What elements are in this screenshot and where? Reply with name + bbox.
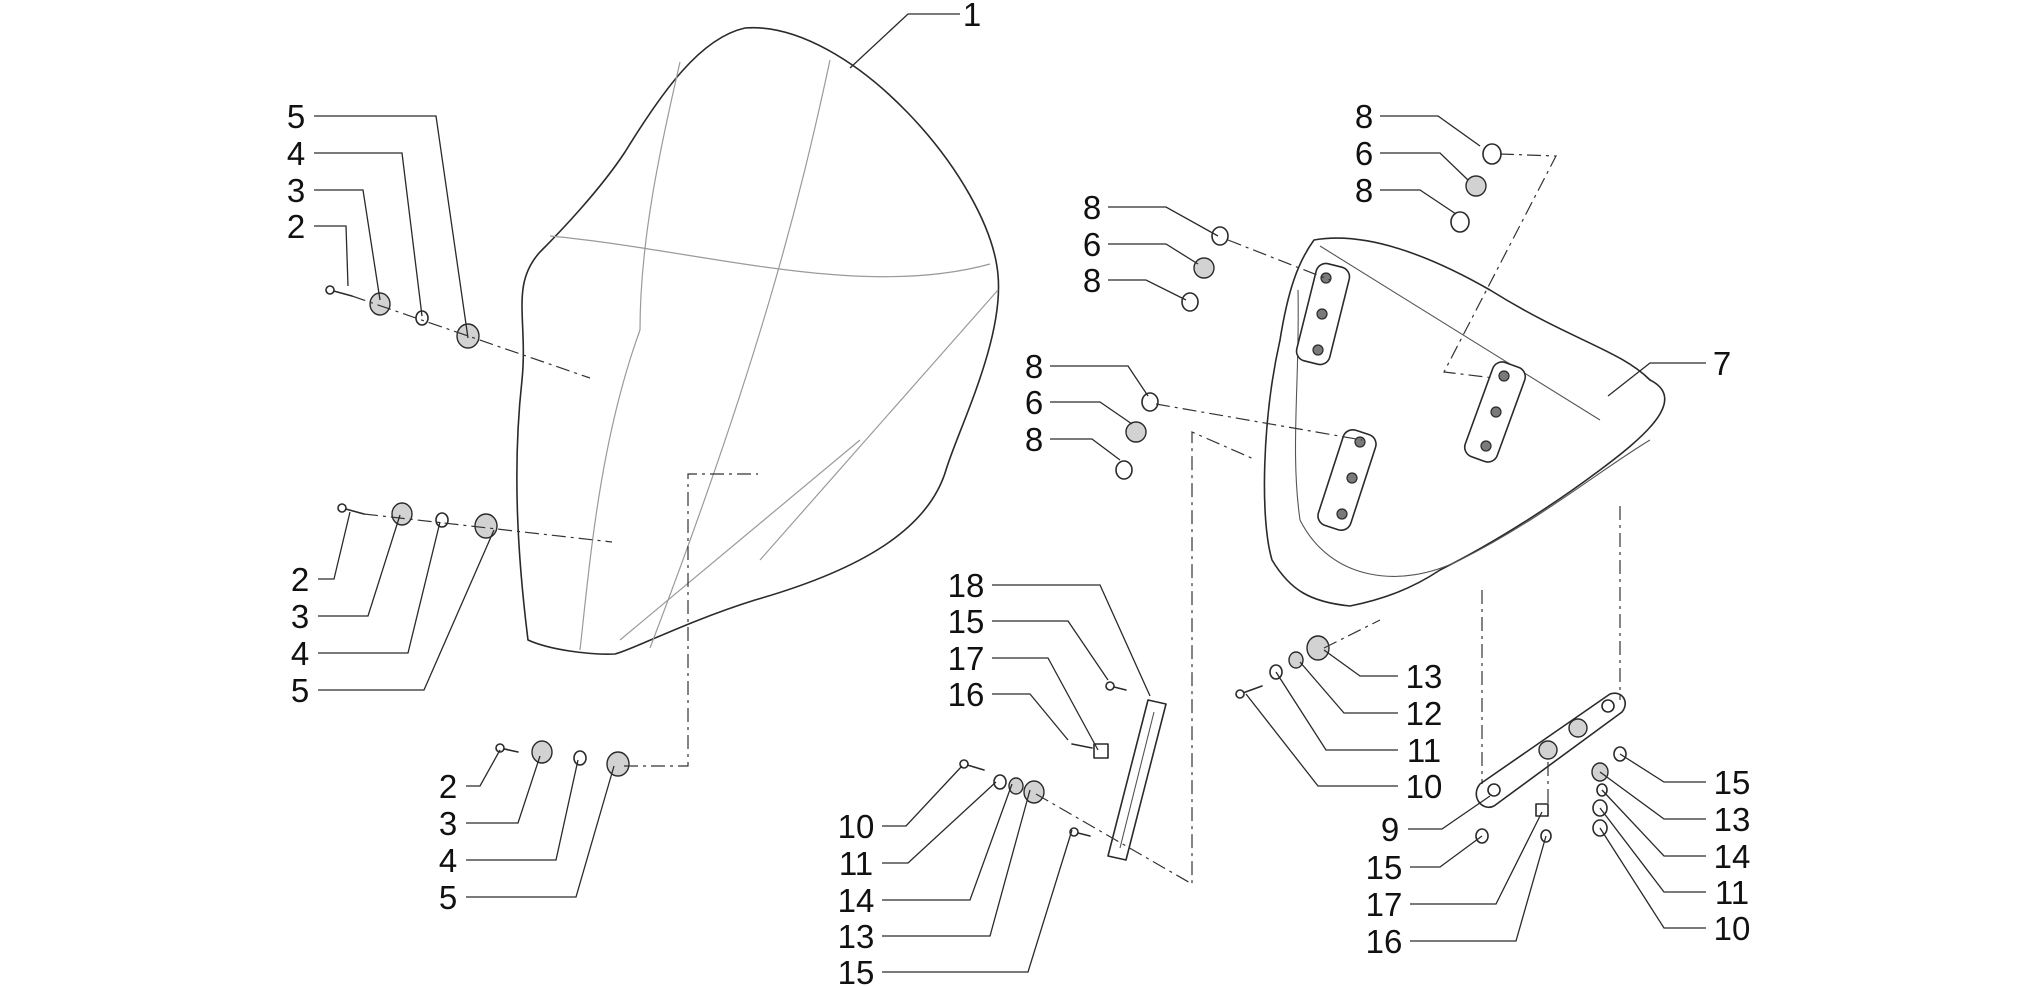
callout-leader-c15d bbox=[1619, 753, 1706, 783]
callout-leader-c3c bbox=[466, 755, 541, 824]
callout-label-c4b: 4 bbox=[291, 635, 309, 672]
callout-leader-c17a bbox=[992, 657, 1099, 751]
callout-leader-c2a bbox=[314, 225, 349, 287]
callout-leader-c12 bbox=[1299, 661, 1398, 714]
callout-leader-c16a bbox=[992, 693, 1069, 741]
callout-leader-c14a bbox=[882, 783, 1013, 901]
callout-label-c4c: 4 bbox=[439, 842, 457, 879]
callout-leader-c10b bbox=[1245, 693, 1398, 787]
callout-label-c3c: 3 bbox=[439, 805, 457, 842]
callout-label-c8f: 8 bbox=[1355, 172, 1373, 209]
callout-leader-c8d bbox=[1050, 438, 1121, 461]
callout-leader-c8e bbox=[1380, 115, 1481, 147]
callout-leader-c2c bbox=[466, 749, 501, 787]
callout-leader-c4c bbox=[466, 759, 579, 861]
callout-leader-c4a bbox=[314, 152, 423, 317]
callout-label-c6c: 6 bbox=[1355, 135, 1373, 172]
callout-leader-c11b bbox=[1275, 671, 1398, 751]
callout-leader-c10c bbox=[1599, 827, 1706, 929]
callout-leader-c4b bbox=[318, 521, 441, 654]
callout-label-c2b: 2 bbox=[291, 561, 309, 598]
callout-label-c9: 9 bbox=[1381, 811, 1399, 848]
callout-label-c13a: 13 bbox=[838, 918, 875, 955]
callout-label-c13b: 13 bbox=[1406, 658, 1443, 695]
callout-leader-c11a bbox=[882, 781, 997, 864]
fairing-panel bbox=[1263, 237, 1666, 607]
callout-label-c15a: 15 bbox=[948, 603, 985, 640]
callout-label-c17b: 17 bbox=[1366, 886, 1403, 923]
callout-leader-c14b bbox=[1601, 789, 1706, 857]
mount-bracket bbox=[1107, 699, 1167, 861]
callout-leader-c3a bbox=[314, 189, 381, 301]
callout-label-c6a: 6 bbox=[1083, 226, 1101, 263]
callout-label-c16a: 16 bbox=[948, 676, 985, 713]
callout-leader-c6a bbox=[1108, 243, 1199, 265]
callout-label-c10b: 10 bbox=[1406, 768, 1443, 805]
callout-leader-c13c bbox=[1599, 771, 1706, 820]
callout-label-c18: 18 bbox=[948, 567, 985, 604]
callout-leader-c5c bbox=[466, 765, 615, 898]
callout-labels: 1543223452345181517161011141315868868868… bbox=[287, 0, 1751, 986]
windshield bbox=[516, 27, 1000, 655]
callout-label-c4a: 4 bbox=[287, 135, 305, 172]
callout-label-c8c: 8 bbox=[1025, 348, 1043, 385]
callout-label-c13c: 13 bbox=[1714, 801, 1751, 838]
callout-leader-c15b bbox=[882, 829, 1073, 973]
callout-label-c8a: 8 bbox=[1083, 189, 1101, 226]
callout-label-c6b: 6 bbox=[1025, 384, 1043, 421]
callout-label-c15c: 15 bbox=[1366, 849, 1403, 886]
callout-label-c17a: 17 bbox=[948, 640, 985, 677]
callout-label-c8d: 8 bbox=[1025, 421, 1043, 458]
callout-label-c15b: 15 bbox=[838, 954, 875, 986]
callout-leader-c13b bbox=[1323, 649, 1398, 677]
callout-leader-c1 bbox=[849, 13, 960, 69]
callout-label-c15d: 15 bbox=[1714, 764, 1751, 801]
callout-label-c16b: 16 bbox=[1366, 923, 1403, 960]
callout-leader-c15c bbox=[1410, 835, 1483, 868]
callout-leader-c6c bbox=[1380, 152, 1469, 181]
callout-leader-c8c bbox=[1050, 365, 1149, 397]
callout-leader-c5b bbox=[318, 529, 495, 691]
callout-label-c5b: 5 bbox=[291, 672, 309, 709]
callout-leader-c15a bbox=[992, 620, 1109, 681]
callout-label-c11c: 11 bbox=[1715, 874, 1749, 911]
callout-leader-c9 bbox=[1408, 795, 1491, 830]
hardware bbox=[325, 143, 1627, 844]
callout-label-c10c: 10 bbox=[1714, 910, 1751, 947]
callout-label-c1: 1 bbox=[963, 0, 981, 33]
callout-label-c5c: 5 bbox=[439, 879, 457, 916]
callout-leader-c7 bbox=[1607, 362, 1706, 397]
callout-leader-c13a bbox=[882, 789, 1031, 937]
callout-leader-c2b bbox=[318, 511, 351, 580]
center-axes bbox=[351, 153, 1621, 886]
callout-leader-c18 bbox=[992, 584, 1151, 697]
callout-label-c3a: 3 bbox=[287, 172, 305, 209]
callout-label-c7: 7 bbox=[1713, 345, 1731, 382]
callout-label-c3b: 3 bbox=[291, 598, 309, 635]
callout-leader-c5a bbox=[314, 115, 469, 339]
callout-leader-c10a bbox=[882, 765, 963, 827]
callout-leader-c8a bbox=[1108, 206, 1219, 237]
callout-leader-c11c bbox=[1599, 807, 1706, 893]
callout-label-c8b: 8 bbox=[1083, 262, 1101, 299]
callout-label-c11a: 11 bbox=[839, 845, 873, 882]
callout-leader-c6b bbox=[1050, 401, 1133, 425]
callout-label-c5a: 5 bbox=[287, 98, 305, 135]
callout-label-c11b: 11 bbox=[1407, 732, 1441, 769]
callout-label-c8e: 8 bbox=[1355, 98, 1373, 135]
callout-leader-c8b bbox=[1108, 279, 1187, 301]
callout-leader-c17b bbox=[1410, 811, 1543, 905]
callout-label-c10a: 10 bbox=[838, 808, 875, 845]
callout-label-c2c: 2 bbox=[439, 768, 457, 805]
callout-leader-c8f bbox=[1380, 189, 1457, 215]
callout-label-c14b: 14 bbox=[1714, 838, 1751, 875]
base-plate bbox=[1475, 692, 1626, 809]
callout-label-c12: 12 bbox=[1406, 695, 1443, 732]
callout-label-c14a: 14 bbox=[838, 882, 875, 919]
callout-label-c2a: 2 bbox=[287, 208, 305, 245]
callout-leader-c16b bbox=[1410, 835, 1547, 942]
callout-leader-c3b bbox=[318, 514, 401, 617]
